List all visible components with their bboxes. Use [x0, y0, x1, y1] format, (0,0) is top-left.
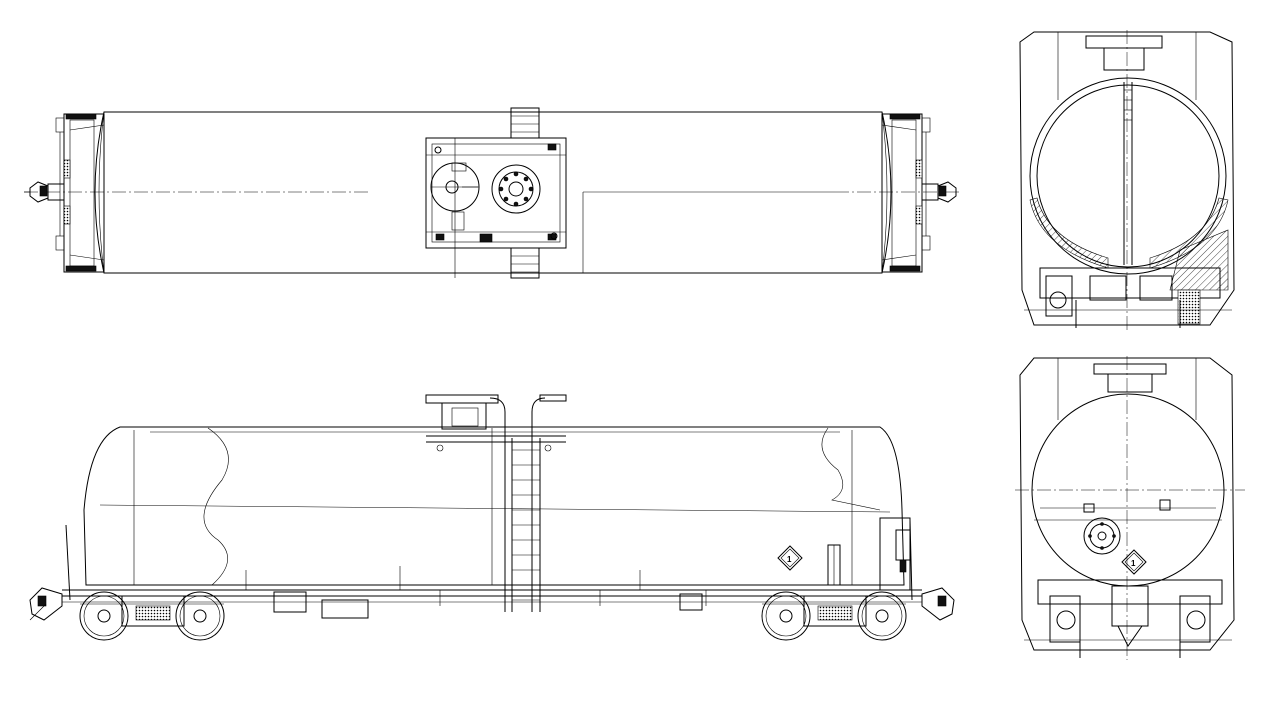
end-frame-lower [1019, 357, 1235, 651]
end-structure-right-top [881, 113, 931, 273]
underframe-upper-end [1024, 267, 1232, 328]
head-valve-lower [1083, 517, 1121, 555]
cutaway-right [821, 427, 881, 511]
placard-number-side: 1 [787, 555, 792, 564]
hazmat-placard-end: 1 [1121, 549, 1147, 575]
hazmat-placard-side: 1 [777, 545, 803, 571]
end-view-lower: 1 [1015, 356, 1245, 660]
coupler-left-top [24, 181, 65, 203]
placard-number-end: 1 [1131, 559, 1136, 568]
truck-right [761, 591, 907, 641]
platform-top [425, 107, 567, 279]
underframe-lower-end [1024, 579, 1232, 658]
end-view-upper [1019, 30, 1235, 330]
underframe-side [62, 566, 922, 619]
side-ladder [511, 438, 541, 612]
valve-cover-top [491, 164, 541, 214]
top-platform-side [425, 394, 567, 612]
manway-left-top [430, 162, 480, 231]
cutaway-left [203, 427, 229, 586]
coupler-right-side [921, 587, 955, 621]
coupler-left-side [29, 587, 63, 621]
side-view: 1 [29, 394, 955, 641]
tank-body-top [94, 111, 892, 274]
truck-left [79, 591, 225, 641]
coupler-right-top [921, 181, 957, 203]
top-view [24, 107, 960, 279]
end-piping-right-side [65, 517, 913, 601]
tank-circle-upper [1029, 77, 1227, 275]
end-frame-upper [1019, 31, 1235, 326]
end-structure-left-top [55, 113, 105, 273]
tank-shell-side [83, 426, 905, 586]
